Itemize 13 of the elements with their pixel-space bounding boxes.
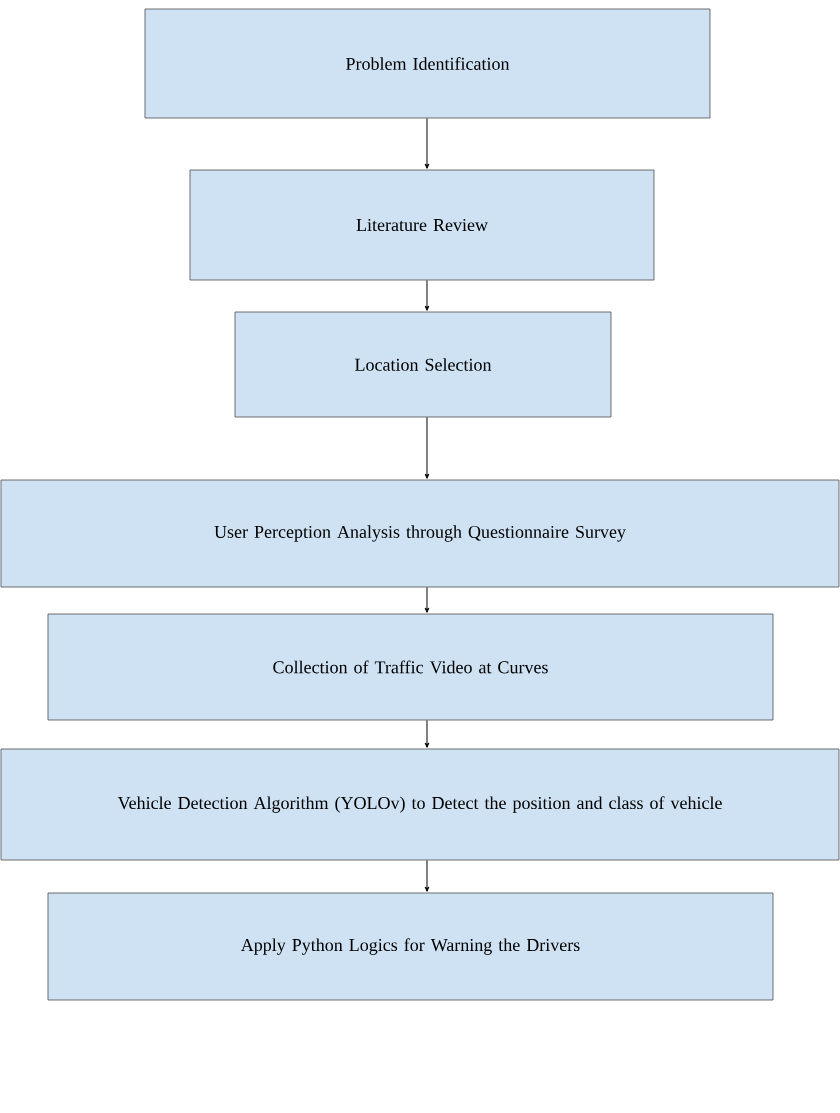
process-box: Vehicle Detection Algorithm (YOLOv) to Detect the position and class of vehicle: [0, 748, 840, 861]
arrow: [424, 279, 430, 311]
arrow: [424, 586, 430, 613]
process-box: User Perception Analysis through Questionnaire Survey: [0, 479, 840, 588]
arrow: [424, 416, 430, 479]
process-box: Problem Identification: [144, 8, 711, 119]
arrow: [424, 719, 430, 748]
process-box: Location Selection: [234, 311, 612, 418]
process-box: Collection of Traffic Video at Curves: [47, 613, 774, 721]
arrow: [424, 859, 430, 892]
process-box: Apply Python Logics for Warning the Drivers: [47, 892, 774, 1001]
arrow: [424, 117, 430, 169]
process-box: Literature Review: [189, 169, 655, 281]
